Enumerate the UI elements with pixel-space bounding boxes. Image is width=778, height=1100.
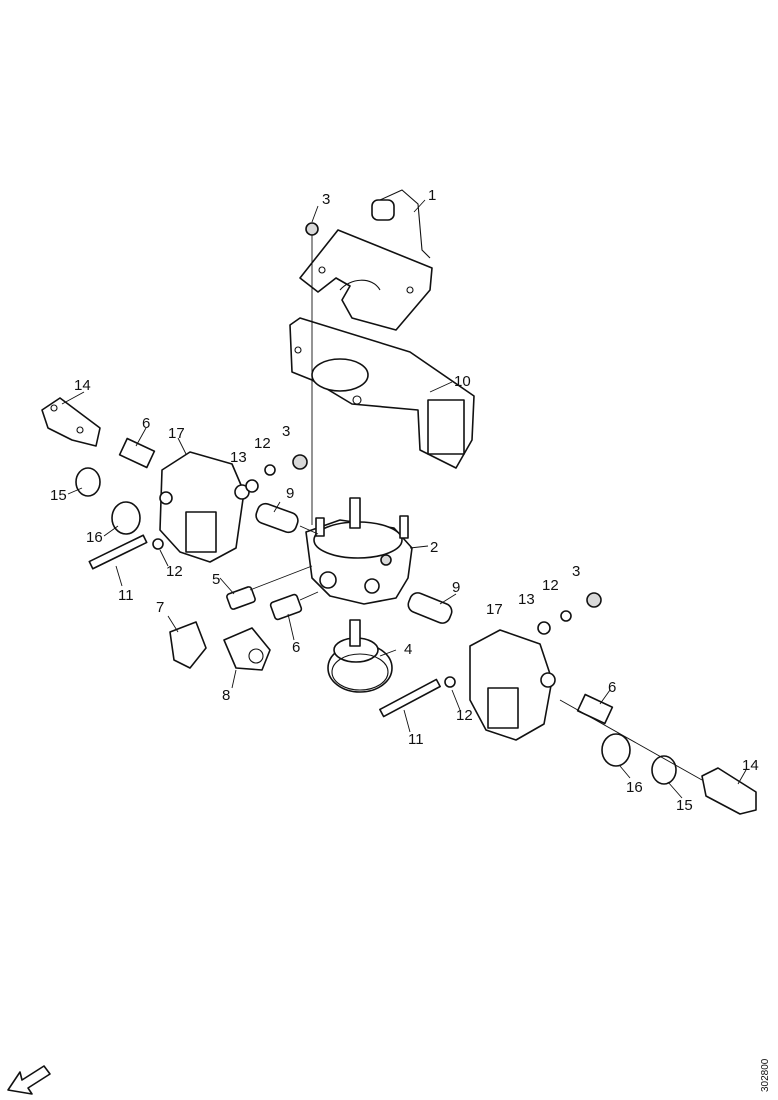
callout-12: 12 <box>166 563 183 580</box>
part-17-right-valve <box>469 629 556 741</box>
part-9-right-pipe <box>407 592 453 624</box>
callout-16: 16 <box>626 779 643 796</box>
part-9-left-pipe <box>255 502 319 535</box>
part-3-right-nut <box>586 592 602 608</box>
callout-17: 17 <box>486 601 503 618</box>
part-14-right-sensor-bracket <box>559 699 757 815</box>
part-6-right-fitting <box>576 693 614 725</box>
part-3-left-nut <box>292 454 308 470</box>
part-11-left-bolt <box>88 534 148 570</box>
part-5-fitting <box>226 565 313 610</box>
part-14-left-sensor-bracket <box>41 397 101 447</box>
callout-2: 2 <box>430 539 438 556</box>
callout-6: 6 <box>142 415 150 432</box>
part-2-relay-valve <box>305 497 413 605</box>
part-7-tee-fitting <box>169 621 207 669</box>
callout-17: 17 <box>168 425 185 442</box>
callout-15: 15 <box>676 797 693 814</box>
callout-12: 12 <box>542 577 559 594</box>
callout-9: 9 <box>452 579 460 596</box>
direction-arrow-icon <box>7 1065 51 1095</box>
callout-8: 8 <box>222 687 230 704</box>
callout-13: 13 <box>518 591 535 608</box>
bolt-alignment-line <box>305 222 319 525</box>
callout-1: 1 <box>428 187 436 204</box>
part-15-right-nut <box>651 755 677 785</box>
callout-14: 14 <box>742 757 759 774</box>
part-10-bracket <box>289 317 475 469</box>
part-6-left-fitting <box>118 437 156 469</box>
part-1-mounting-plate <box>299 189 433 331</box>
part-15-left-nut <box>75 467 101 497</box>
part-12-left-washers <box>152 464 276 550</box>
part-13-left-ring <box>245 479 259 493</box>
callout-10: 10 <box>454 373 471 390</box>
part-16-left-sensor <box>111 501 141 535</box>
callout-3: 3 <box>282 423 290 440</box>
callout-14: 14 <box>74 377 91 394</box>
callout-13: 13 <box>230 449 247 466</box>
callout-7: 7 <box>156 599 164 616</box>
part-17-left-valve <box>159 451 250 563</box>
part-13-right-ring <box>537 621 551 635</box>
callout-15: 15 <box>50 487 67 504</box>
part-8-elbow-fitting <box>223 627 271 671</box>
part-4-diaphragm-chamber <box>327 619 393 693</box>
callout-12: 12 <box>254 435 271 452</box>
part-11-right-bolt <box>379 678 441 718</box>
callout-11: 11 <box>408 731 424 748</box>
callout-9: 9 <box>286 485 294 502</box>
part-16-right-sensor <box>601 733 631 767</box>
callout-3: 3 <box>322 191 330 208</box>
callout-16: 16 <box>86 529 103 546</box>
callout-4: 4 <box>404 641 412 658</box>
callout-12: 12 <box>456 707 473 724</box>
callout-labels: 1 3 10 14 6 17 13 12 3 15 9 16 2 12 11 5… <box>50 187 759 814</box>
part-12-right-washers <box>444 610 572 688</box>
callout-3: 3 <box>572 563 580 580</box>
callout-5: 5 <box>212 571 220 588</box>
drawing-code: 302800 <box>760 1058 771 1092</box>
callout-11: 11 <box>118 587 134 604</box>
leader-lines <box>61 199 747 799</box>
callout-6: 6 <box>292 639 300 656</box>
callout-6: 6 <box>608 679 616 696</box>
part-6-lower-fitting <box>269 591 319 621</box>
